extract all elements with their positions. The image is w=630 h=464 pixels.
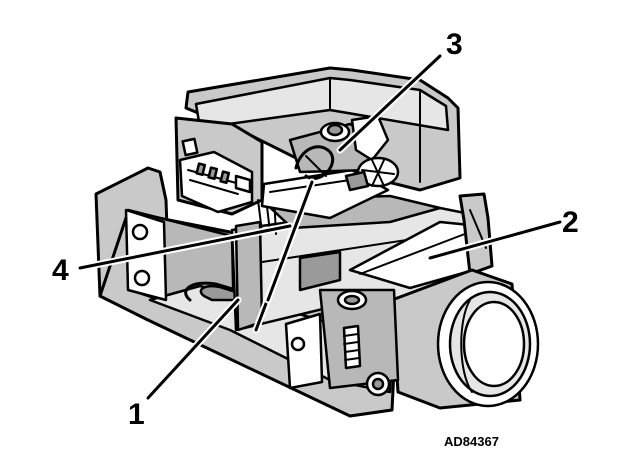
side-bracket [458, 192, 494, 276]
leader-lines [76, 52, 564, 402]
callout-1: 1 [128, 398, 145, 431]
electrical-connector [174, 116, 277, 235]
leader-4 [78, 224, 292, 270]
figure-reference-code: AD84367 [444, 434, 499, 449]
callout-4: 4 [52, 254, 69, 287]
leader-2 [428, 220, 562, 260]
front-block [284, 288, 400, 397]
leader-1 [146, 298, 240, 400]
leader-3 [338, 54, 442, 152]
outlet-tube [390, 268, 540, 410]
callout-3: 3 [446, 28, 463, 61]
leader-1c [266, 180, 314, 302]
callout-2: 2 [562, 206, 579, 239]
